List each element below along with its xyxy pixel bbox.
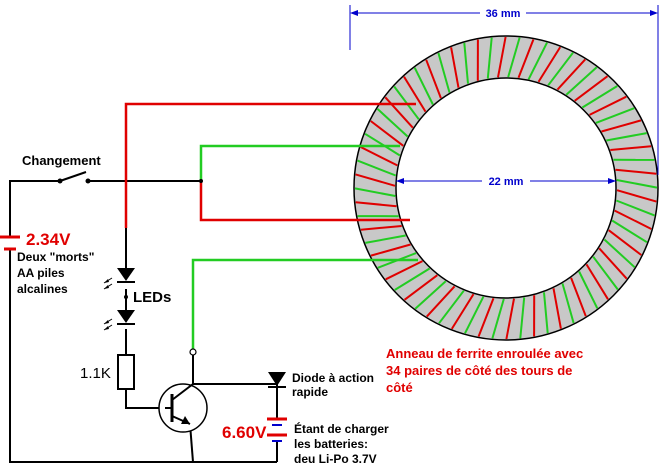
led-1 bbox=[103, 268, 135, 290]
dimension-inner: 22 mm bbox=[396, 174, 616, 188]
winding-turn bbox=[360, 225, 402, 231]
battery-desc-2: AA piles bbox=[17, 266, 65, 280]
winding-turn bbox=[527, 42, 548, 80]
ferrite-desc-2: 34 paires de côté des tours de bbox=[386, 363, 572, 378]
dimension-outer: 36 mm bbox=[349, 5, 659, 175]
winding-turn bbox=[578, 271, 599, 309]
winding-turn bbox=[519, 297, 526, 339]
battery-voltage: 2.34V bbox=[26, 230, 71, 249]
leds-label: LEDs bbox=[133, 289, 171, 306]
ferrite-desc-3: côté bbox=[386, 380, 413, 395]
dim-inner-label: 22 mm bbox=[489, 176, 524, 188]
charge-label-1: Étant de charger bbox=[294, 421, 389, 436]
transistor bbox=[158, 383, 208, 433]
battery-lipo bbox=[267, 417, 287, 442]
winding-turn bbox=[426, 285, 456, 318]
winding-turn bbox=[365, 234, 406, 244]
winding-turn bbox=[570, 277, 587, 317]
winding-turn bbox=[384, 96, 414, 129]
winding-turn bbox=[574, 75, 609, 102]
toroid-windings bbox=[354, 36, 658, 340]
charge-label-2: les batteries: bbox=[294, 437, 368, 451]
winding-turn bbox=[414, 280, 447, 310]
winding-turn bbox=[601, 119, 642, 133]
winding-turn bbox=[615, 199, 655, 217]
winding-turn bbox=[581, 85, 618, 109]
battery-desc-1: Deux "morts" bbox=[17, 250, 94, 264]
winding-turn bbox=[614, 209, 652, 230]
battery-desc-3: alcalines bbox=[17, 282, 68, 296]
winding-turn bbox=[364, 132, 401, 157]
winding-turn bbox=[354, 187, 396, 197]
winding-turn bbox=[486, 37, 493, 79]
winding-turn bbox=[385, 260, 423, 281]
winding-turn bbox=[517, 39, 535, 79]
winding-turn bbox=[608, 229, 642, 256]
winding-turn bbox=[450, 47, 460, 88]
charge-label-3: deu Li-Po 3.7V bbox=[294, 452, 377, 466]
red-wires bbox=[124, 102, 416, 228]
winding-turn bbox=[589, 95, 627, 116]
winding-turn bbox=[592, 256, 619, 291]
led-2 bbox=[103, 310, 135, 331]
winding-turn bbox=[437, 52, 451, 93]
winding-turn bbox=[438, 290, 465, 324]
resistor bbox=[117, 354, 135, 390]
diode-label-2: rapide bbox=[292, 385, 328, 399]
fast-diode bbox=[268, 372, 286, 388]
winding-turn bbox=[403, 76, 427, 113]
winding-turn bbox=[425, 59, 442, 99]
winding-turn bbox=[497, 36, 507, 78]
winding-turn bbox=[611, 219, 648, 244]
winding-turn bbox=[565, 66, 598, 96]
ferrite-desc-1: Anneau de ferrite enroulée avec bbox=[386, 346, 583, 361]
winding-turn bbox=[585, 263, 609, 300]
winding-turn bbox=[561, 283, 575, 324]
winding-turn bbox=[616, 189, 657, 203]
junction-dot bbox=[124, 295, 128, 299]
winding-turn bbox=[610, 145, 652, 151]
winding-turn bbox=[463, 42, 469, 84]
switch bbox=[57, 171, 91, 184]
winding-turn bbox=[376, 108, 409, 138]
output-voltage: 6.60V bbox=[222, 423, 267, 442]
winding-turn bbox=[543, 292, 549, 334]
winding-turn bbox=[464, 296, 485, 334]
winding-turn bbox=[603, 238, 636, 268]
junction-dot bbox=[199, 179, 203, 183]
winding-turn bbox=[606, 132, 647, 142]
winding-turn bbox=[370, 120, 404, 147]
winding-turn bbox=[403, 274, 438, 301]
resistor-label: 1.1K bbox=[80, 365, 111, 382]
black-wires bbox=[9, 180, 278, 463]
winding-turn bbox=[556, 58, 586, 91]
green-wires bbox=[191, 144, 418, 352]
winding-turn bbox=[370, 243, 411, 257]
diode-label-1: Diode à action bbox=[292, 371, 374, 385]
winding-turn bbox=[507, 37, 521, 78]
winding-turn bbox=[552, 288, 562, 329]
winding-turn bbox=[357, 159, 397, 177]
winding-turn bbox=[616, 179, 658, 189]
winding-turn bbox=[355, 173, 396, 187]
winding-turn bbox=[537, 46, 562, 83]
switch-label: Changement bbox=[22, 153, 101, 168]
winding-turn bbox=[547, 52, 574, 86]
dim-outer-label: 36 mm bbox=[486, 8, 521, 20]
winding-turn bbox=[598, 247, 628, 280]
winding-turn bbox=[477, 297, 495, 337]
winding-turn bbox=[505, 298, 515, 340]
winding-turn bbox=[355, 201, 397, 208]
winding-turn bbox=[360, 146, 398, 167]
junction-dot bbox=[189, 348, 197, 356]
winding-turn bbox=[595, 107, 635, 124]
winding-turn bbox=[491, 298, 505, 339]
winding-turn bbox=[413, 67, 434, 105]
battery-aa bbox=[0, 235, 20, 251]
winding-turn bbox=[615, 168, 657, 175]
ferrite-ring bbox=[353, 35, 659, 341]
winding-turn bbox=[450, 293, 475, 330]
winding-turn bbox=[394, 267, 431, 291]
